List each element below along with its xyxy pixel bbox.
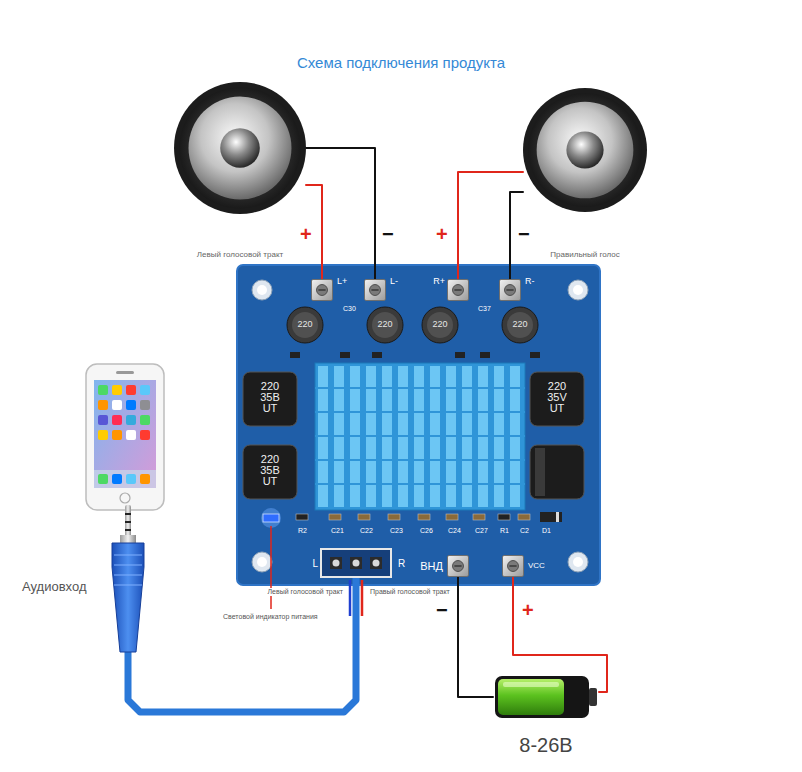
phone [86,364,164,510]
audio-jack: Аудиовход [108,505,148,652]
screw [312,280,332,300]
silkscreen-label: C27 [475,527,488,535]
silkscreen-label: D1 [542,527,551,535]
battery-body [493,672,599,722]
speaker: Правильный голос [523,88,647,212]
leader-line [270,526,272,609]
silkscreen-label: C23 [390,527,403,535]
wire-label: Левый голосовой тракт [267,588,345,596]
silkscreen-label: R2 [298,527,307,535]
terminal-label: L- [390,276,398,286]
component-value: 220 35B UT [252,454,288,487]
pin-label: R [398,558,405,570]
component-value: 220 [297,319,312,329]
silkscreen-label: C30 [343,305,356,313]
polarity-sign: − [382,224,394,244]
silkscreen-label: C2 [520,527,529,535]
board-art [237,265,600,585]
wire [458,577,493,697]
terminal-label: L+ [337,276,347,286]
audio-header: LR [320,548,392,578]
component-value: 220 35B UT [252,381,288,414]
polarity-sign: − [436,600,448,620]
polarity-sign: − [518,224,530,244]
silkscreen-label: C26 [420,527,433,535]
silkscreen-label: C22 [360,527,373,535]
terminal-label: R- [525,276,535,286]
component-value: 220 35V UT [539,381,575,414]
speaker: Левый голосовой тракт [174,82,306,214]
wire-label: Правый голосовой тракт [369,588,451,596]
battery: 8-26В [493,672,599,722]
component-value: 220 [377,319,392,329]
screw-terminal: VCC [502,555,524,577]
polarity-sign: + [436,224,448,244]
polarity-sign: + [300,224,312,244]
speaker-label: Левый голосовой тракт [197,250,283,259]
wire [513,577,607,692]
terminal-label: ВНД [420,560,443,573]
terminal-label: VCC [528,561,545,570]
silkscreen-label: C21 [331,527,344,535]
screw [448,280,468,300]
wire [128,578,356,712]
silkscreen-label: C24 [448,527,461,535]
screw-terminal: L- [364,279,386,301]
screw-terminal: L+ [311,279,333,301]
amplifier-board: C30 C37R2 C21 C22 C23 C26 C24 C27 R1 C2 D1 L+ L- R+ R-… [237,265,600,585]
screw-terminal: R+ [447,279,469,301]
screw [500,280,520,300]
screw-terminal: R- [499,279,521,301]
silkscreen-label: R1 [500,527,509,535]
component-value: 220 [432,319,447,329]
terminal-label: R+ [433,276,445,286]
screw-terminal: ВНД [447,555,469,577]
screw [365,280,385,300]
component-value: 220 [512,319,527,329]
voltage-label: 8-26В [519,734,572,757]
speaker-cone [523,88,647,212]
wire [458,172,523,279]
title: Схема подключения продукта [297,54,505,71]
jack-plug [108,505,148,652]
screw [448,556,468,576]
jack-label: Аудиовход [22,580,86,595]
silkscreen-label: C37 [478,305,491,313]
polarity-sign: + [522,600,534,620]
header-pins [322,550,390,576]
speaker-cone [174,82,306,214]
wire [306,148,375,279]
screw [503,556,523,576]
speaker-label: Правильный голос [550,250,619,259]
callout-label: Световой индикатор питания [222,613,319,621]
pin-label: L [312,558,318,570]
